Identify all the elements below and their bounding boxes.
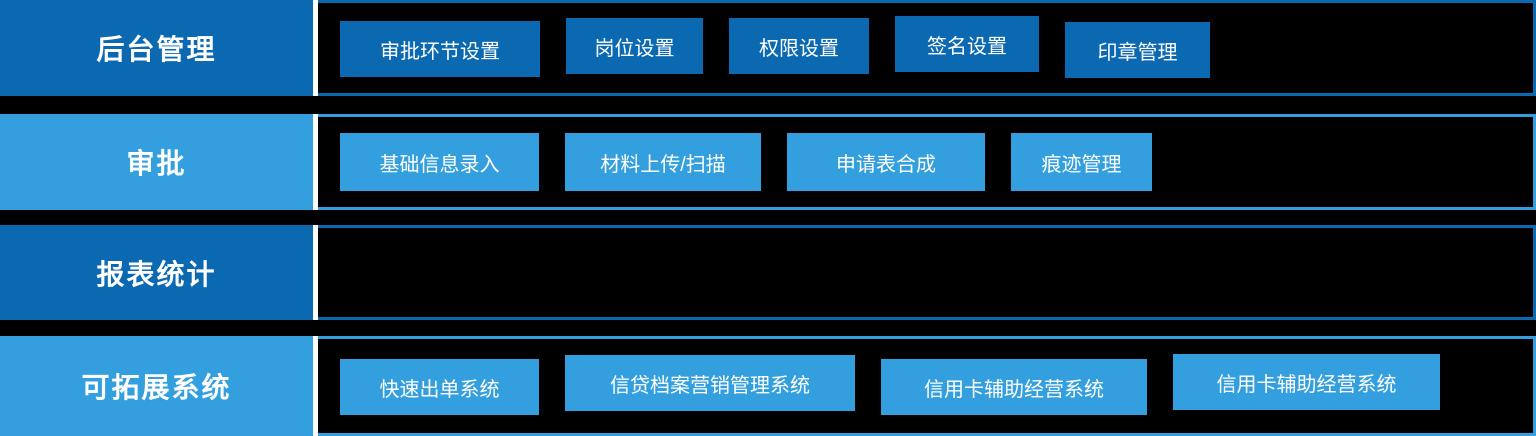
row-approval: 审批 基础信息录入 材料上传/扫描 申请表合成 痕迹管理 xyxy=(0,114,1536,210)
row-label-extensible-systems: 可拓展系统 xyxy=(0,336,313,436)
row-label-report-statistics: 报表统计 xyxy=(0,225,313,320)
row-label-approval: 审批 xyxy=(0,114,313,210)
button-credit-archive-marketing-system[interactable]: 信贷档案营销管理系统 xyxy=(565,355,855,411)
button-signature-settings[interactable]: 签名设置 xyxy=(895,16,1039,72)
label-content-divider xyxy=(313,336,318,436)
row-content-report-statistics xyxy=(318,225,1533,320)
button-credit-card-assist-system-2[interactable]: 信用卡辅助经营系统 xyxy=(1173,354,1440,410)
button-basic-info-entry[interactable]: 基础信息录入 xyxy=(340,133,539,191)
label-content-divider xyxy=(313,0,318,96)
button-application-form-compose[interactable]: 申请表合成 xyxy=(787,133,985,191)
row-content-extensible-systems: 快速出单系统 信贷档案营销管理系统 信用卡辅助经营系统 信用卡辅助经营系统 xyxy=(318,336,1533,436)
row-report-statistics: 报表统计 xyxy=(0,225,1536,320)
button-post-settings[interactable]: 岗位设置 xyxy=(566,18,703,74)
row-extensible-systems: 可拓展系统 快速出单系统 信贷档案营销管理系统 信用卡辅助经营系统 信用卡辅助经… xyxy=(0,336,1536,436)
button-material-upload-scan[interactable]: 材料上传/扫描 xyxy=(565,133,761,191)
label-content-divider xyxy=(313,225,318,320)
row-backend-admin: 后台管理 审批环节设置 岗位设置 权限设置 签名设置 印章管理 xyxy=(0,0,1536,96)
button-seal-management[interactable]: 印章管理 xyxy=(1065,22,1210,78)
row-content-backend-admin: 审批环节设置 岗位设置 权限设置 签名设置 印章管理 xyxy=(318,0,1533,96)
row-content-approval: 基础信息录入 材料上传/扫描 申请表合成 痕迹管理 xyxy=(318,114,1533,210)
button-quick-issue-system[interactable]: 快速出单系统 xyxy=(340,359,539,415)
button-trace-management[interactable]: 痕迹管理 xyxy=(1011,133,1152,191)
label-content-divider xyxy=(313,114,318,210)
button-permission-settings[interactable]: 权限设置 xyxy=(729,18,869,74)
button-approval-step-settings[interactable]: 审批环节设置 xyxy=(340,21,540,77)
button-credit-card-assist-system-1[interactable]: 信用卡辅助经营系统 xyxy=(881,359,1147,415)
row-label-backend-admin: 后台管理 xyxy=(0,0,313,96)
